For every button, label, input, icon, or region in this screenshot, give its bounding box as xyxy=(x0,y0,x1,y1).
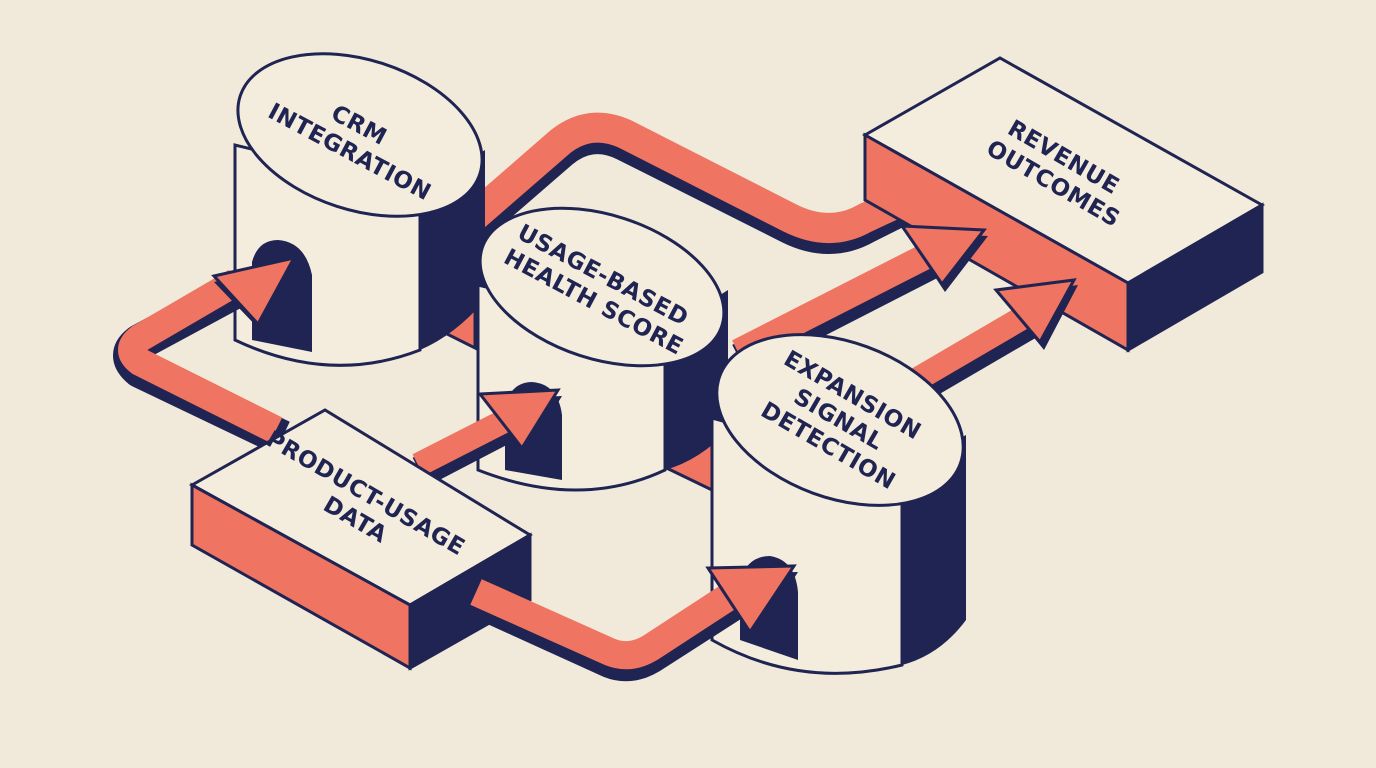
arrow-expansion-to-revenue xyxy=(909,278,1078,402)
node-expansion-signal: EXPANSION SIGNAL DETECTION xyxy=(710,333,966,675)
node-product-usage-data: PRODUCT-USAGE DATA xyxy=(188,408,533,671)
node-crm-integration: CRM INTEGRATION xyxy=(233,52,485,367)
arrow-crm-to-revenue xyxy=(457,112,915,254)
arrow-product-to-crm xyxy=(113,255,297,455)
node-health-score: USAGE-BASED HEALTH SCORE xyxy=(476,206,728,492)
arrow-product-to-health xyxy=(412,388,562,487)
arrow-product-to-expansion xyxy=(470,564,798,682)
